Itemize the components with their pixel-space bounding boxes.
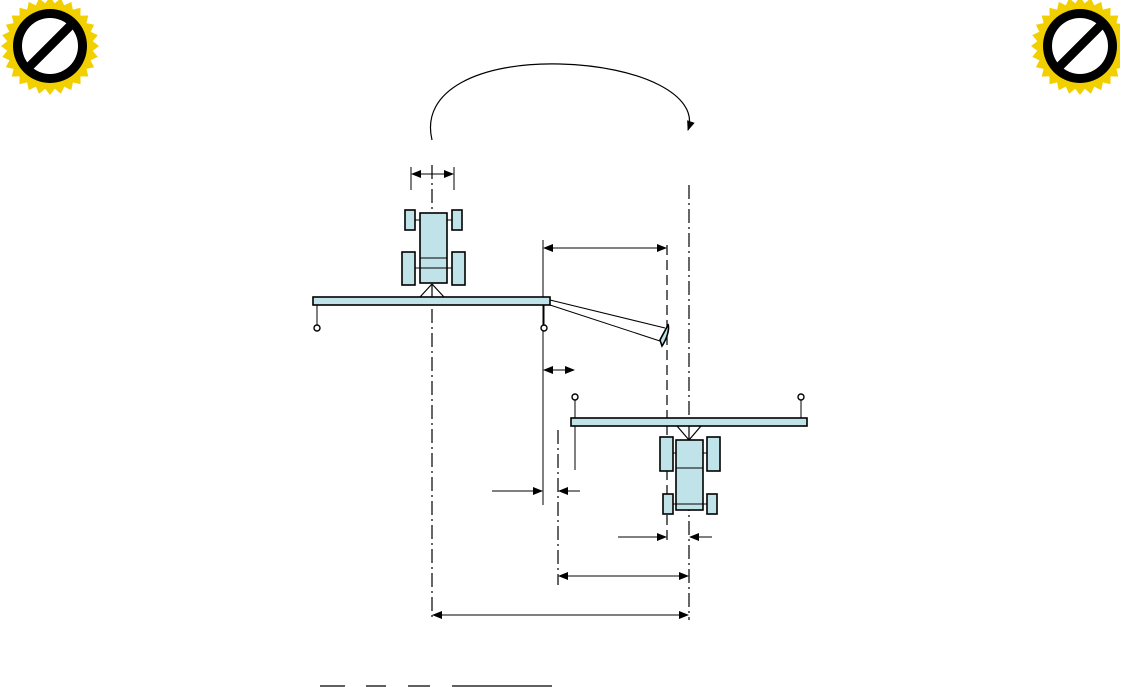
left-marker-disc — [313, 324, 321, 332]
badge-slash — [26, 22, 74, 70]
rear-right-wheel — [451, 251, 466, 286]
rear-right-wheel — [706, 436, 721, 472]
tractor-body — [419, 212, 448, 284]
front-right-wheel — [706, 493, 718, 515]
left-marker-disc — [571, 393, 579, 401]
first-tractor — [401, 209, 466, 298]
tractor-body — [675, 439, 704, 511]
second-tractor — [659, 425, 721, 515]
right-marker-disc — [797, 393, 805, 401]
prohibition-badge-left — [1, 0, 99, 95]
badge-slash — [1056, 22, 1104, 70]
prohibition-sign-icon — [1, 0, 99, 95]
front-right-wheel — [451, 209, 463, 231]
prohibition-sign-icon — [1031, 0, 1120, 95]
prohibition-badge-right — [1031, 0, 1120, 95]
hitch — [676, 425, 702, 441]
hitch — [419, 283, 445, 298]
right-marker-disc — [540, 324, 548, 332]
turn-direction-arrow — [429, 63, 695, 141]
marker-extension-arm — [549, 299, 666, 343]
first-implement-bar — [312, 296, 670, 348]
front-left-wheel — [662, 493, 674, 515]
rear-left-wheel — [659, 436, 674, 472]
rear-left-wheel — [401, 251, 416, 286]
front-left-wheel — [404, 209, 416, 231]
second-implement-bar — [570, 393, 808, 427]
toolbar-beam — [570, 417, 808, 427]
marker-disc-blade — [659, 323, 670, 348]
toolbar-beam — [312, 296, 551, 306]
